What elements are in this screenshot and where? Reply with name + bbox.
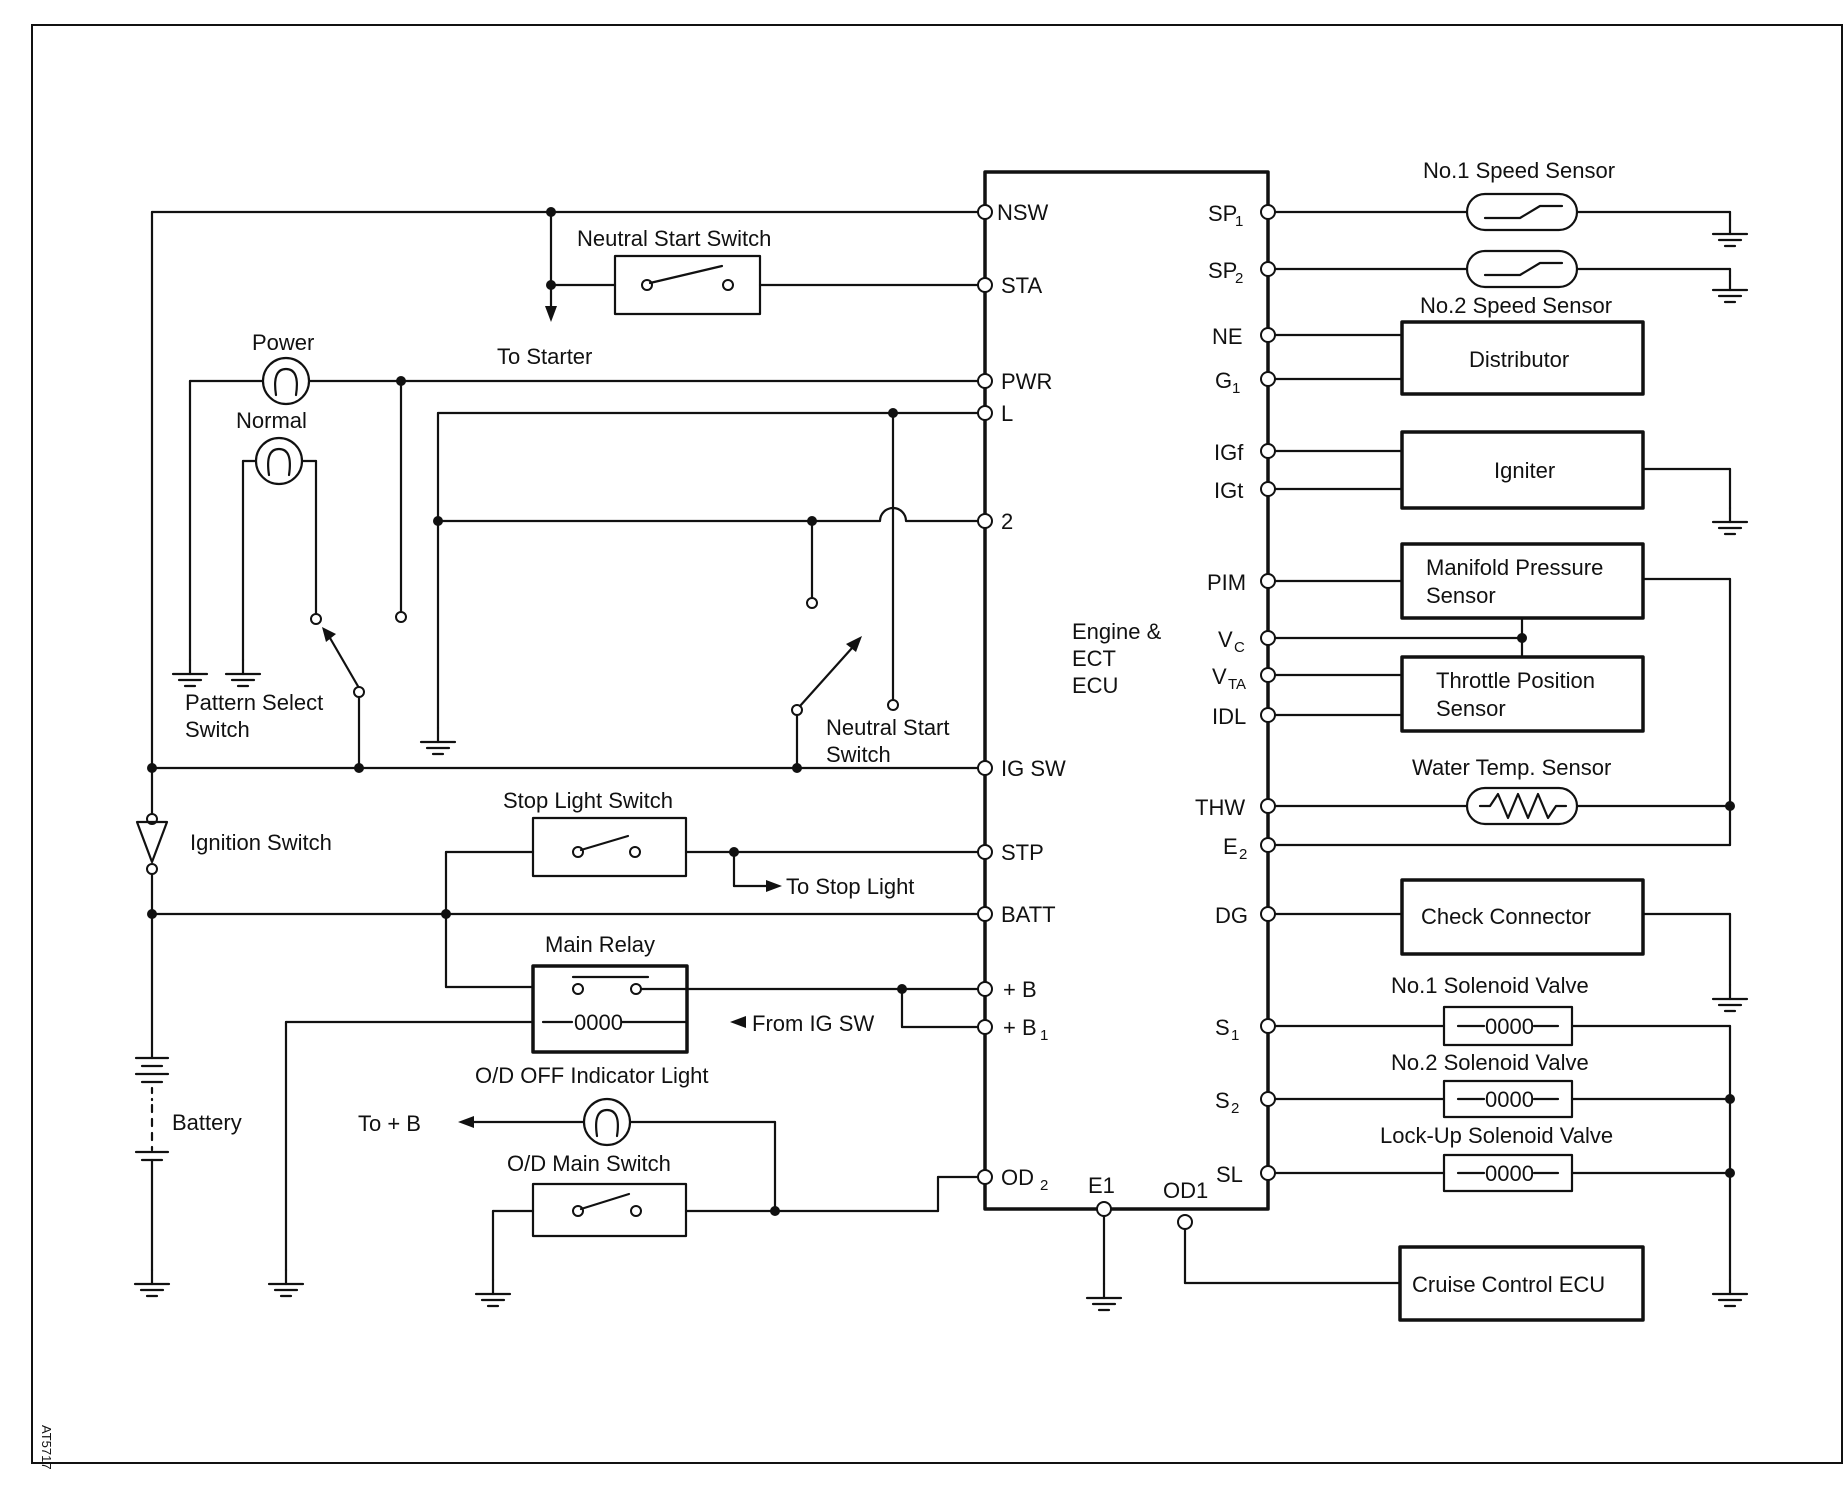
ecu-outline (983, 170, 1270, 1211)
to-stop-light-label: To Stop Light (786, 874, 914, 899)
pin-nsw: NSW (997, 200, 1049, 225)
water-temp-sensor-label: Water Temp. Sensor (1412, 755, 1611, 780)
pin-ig-sw: IG SW (1001, 756, 1066, 781)
pin-g1-sub: 1 (1232, 380, 1240, 397)
neutral-start-label-line2: Switch (826, 742, 891, 767)
pin-od2-sub: 2 (1040, 1177, 1048, 1194)
od-off-indicator-label: O/D OFF Indicator Light (475, 1063, 709, 1088)
lockup-solenoid-valve-label: Lock-Up Solenoid Valve (1380, 1123, 1613, 1148)
pin-s2-sub: 2 (1231, 1100, 1239, 1117)
throttle-position-label-line2: Sensor (1436, 696, 1506, 721)
pin-vc-sub: C (1234, 639, 1245, 656)
to-plus-b-label: To + B (358, 1111, 421, 1136)
throttle-position-label-line1: Throttle Position (1436, 668, 1595, 693)
power-label: Power (252, 330, 314, 355)
ecu-label-line1: Engine & (1072, 619, 1162, 644)
battery-label: Battery (172, 1110, 242, 1135)
pin-sta: STA (1001, 273, 1042, 298)
od-main-switch-label: O/D Main Switch (507, 1151, 671, 1176)
lockup-solenoid-coil: 0000 (1485, 1161, 1534, 1186)
from-ig-sw-label: From IG SW (752, 1011, 874, 1036)
igniter-label: Igniter (1494, 458, 1555, 483)
pin-sp2: SP (1208, 258, 1237, 283)
pin-igt: IGt (1214, 478, 1243, 503)
pin-pwr: PWR (1001, 369, 1052, 394)
normal-label: Normal (236, 408, 307, 433)
page-frame (31, 24, 1843, 1464)
manifold-pressure-label-line2: Sensor (1426, 583, 1496, 608)
pin-dg: DG (1215, 903, 1248, 928)
neutral-start-label-line1: Neutral Start (826, 715, 950, 740)
pin-e2-sub: 2 (1239, 846, 1247, 863)
pin-e2: E (1223, 834, 1238, 859)
no1-solenoid-coil: 0000 (1485, 1014, 1534, 1039)
no2-speed-sensor-label: No.2 Speed Sensor (1420, 293, 1612, 318)
relay-coil: 0000 (574, 1010, 623, 1035)
pattern-select-label-line2: Switch (185, 717, 250, 742)
neutral-start-switch-label: Neutral Start Switch (577, 226, 771, 251)
ignition-switch-label: Ignition Switch (190, 830, 332, 855)
pin-ne: NE (1212, 324, 1243, 349)
check-connector-label: Check Connector (1421, 904, 1591, 929)
to-starter-label: To Starter (497, 344, 592, 369)
cruise-control-ecu-label: Cruise Control ECU (1412, 1272, 1605, 1297)
figure-code: AT5717 (39, 1425, 54, 1470)
pin-pim: PIM (1207, 570, 1246, 595)
pin-plus-b1: + B (1003, 1015, 1037, 1040)
pin-idl: IDL (1212, 704, 1246, 729)
no2-solenoid-valve-label: No.2 Solenoid Valve (1391, 1050, 1589, 1075)
distributor-label: Distributor (1469, 347, 1569, 372)
pin-thw: THW (1195, 795, 1245, 820)
pin-2: 2 (1001, 509, 1013, 534)
pin-s1: S (1215, 1015, 1230, 1040)
pin-sl: SL (1216, 1162, 1243, 1187)
manifold-pressure-label-line1: Manifold Pressure (1426, 555, 1603, 580)
main-relay-label: Main Relay (545, 932, 655, 957)
pin-stp: STP (1001, 840, 1044, 865)
pin-vc: V (1218, 627, 1233, 652)
pin-batt: BATT (1001, 902, 1056, 927)
pin-g1: G (1215, 368, 1232, 393)
ecu-label-line3: ECU (1072, 673, 1118, 698)
pin-plus-b: + B (1003, 977, 1037, 1002)
pin-od1: OD1 (1163, 1178, 1208, 1203)
pin-s1-sub: 1 (1231, 1027, 1239, 1044)
pattern-select-label-line1: Pattern Select (185, 690, 323, 715)
pin-od2: OD (1001, 1165, 1034, 1190)
no1-solenoid-valve-label: No.1 Solenoid Valve (1391, 973, 1589, 998)
pin-l: L (1001, 401, 1013, 426)
pin-e1: E1 (1088, 1173, 1115, 1198)
pin-s2: S (1215, 1088, 1230, 1113)
no1-speed-sensor-label: No.1 Speed Sensor (1423, 158, 1615, 183)
pin-igf: IGf (1214, 440, 1244, 465)
pin-vta-sub: TA (1228, 676, 1246, 693)
pin-vta: V (1212, 664, 1227, 689)
ecu-label-line2: ECT (1072, 646, 1116, 671)
pin-sp1: SP (1208, 201, 1237, 226)
stop-light-switch-label: Stop Light Switch (503, 788, 673, 813)
pin-plus-b1-sub: 1 (1040, 1027, 1048, 1044)
no2-solenoid-coil: 0000 (1485, 1087, 1534, 1112)
pin-sp1-sub: 1 (1235, 213, 1243, 230)
pin-sp2-sub: 2 (1235, 270, 1243, 287)
